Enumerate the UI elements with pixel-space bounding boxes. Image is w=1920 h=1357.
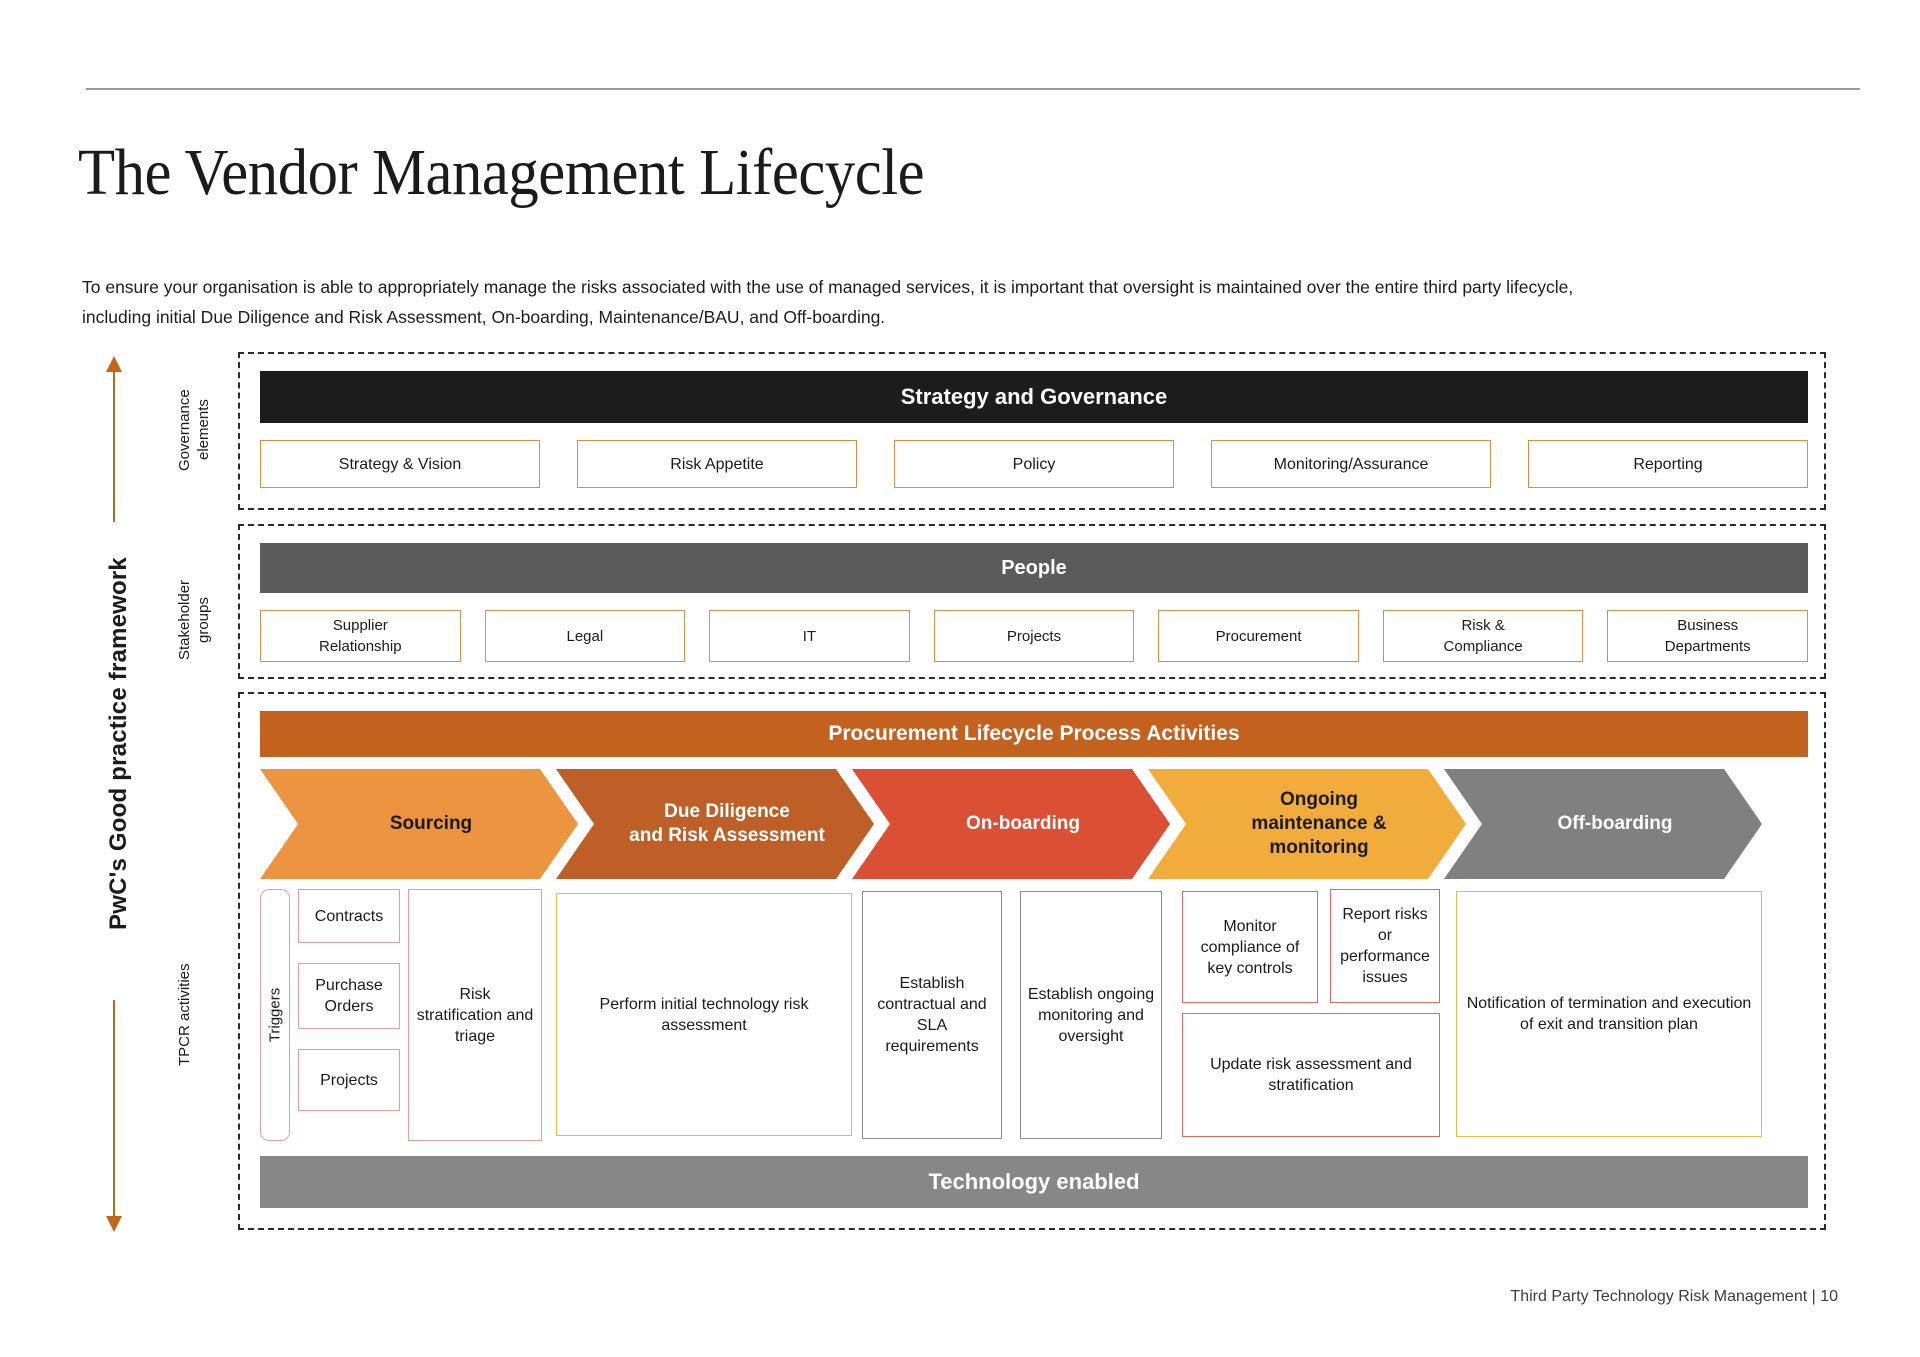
governance-item-label: Risk Appetite bbox=[670, 455, 764, 473]
tpcr-activity-1[interactable]: Risk stratification and triage bbox=[408, 889, 542, 1141]
lifecycle-stage-label-line1: Sourcing bbox=[389, 813, 473, 834]
tpcr-activity-4[interactable]: Establish ongoing monitoring and oversig… bbox=[1020, 891, 1162, 1139]
arrow-down-head-icon bbox=[106, 1216, 122, 1232]
lifecycle-stage-3[interactable]: On-boarding bbox=[852, 769, 1170, 879]
lifecycle-stage-1[interactable]: Sourcing bbox=[260, 769, 578, 879]
tpcr-activity-3[interactable]: Establish contractual and SLA requiremen… bbox=[862, 891, 1002, 1139]
band-label-governance-line2: elements bbox=[195, 399, 212, 461]
people-item-label-line1: Risk & bbox=[1461, 617, 1505, 634]
people-item-label-line2: Compliance bbox=[1443, 638, 1523, 655]
lifecycle-stage-label: Off-boarding bbox=[1533, 812, 1672, 836]
band-label-stakeholder-line1: Stakeholder bbox=[176, 579, 193, 661]
procurement-bar: Procurement Lifecycle Process Activities bbox=[260, 711, 1808, 757]
lifecycle-stage-label-line1: Ongoing bbox=[1279, 789, 1359, 810]
intro-paragraph: To ensure your organisation is able to a… bbox=[82, 277, 1574, 327]
people-item-label-line1: Supplier bbox=[332, 617, 388, 634]
tpcr-activity-label: Update risk assessment and stratificatio… bbox=[1210, 1056, 1412, 1094]
tpcr-activity-5[interactable]: Monitor compliance of key controls bbox=[1182, 891, 1318, 1003]
tpcr-activity-2[interactable]: Perform initial technology risk assessme… bbox=[556, 893, 852, 1136]
lifecycle-stage-5[interactable]: Off-boarding bbox=[1444, 769, 1762, 879]
procurement-band: Procurement Lifecycle Process Activities… bbox=[238, 692, 1826, 1230]
arrow-up-head-icon bbox=[106, 356, 122, 372]
people-item-label-line1: Legal bbox=[566, 627, 604, 645]
governance-bar: Strategy and Governance bbox=[260, 371, 1808, 423]
trigger-item-2[interactable]: Purchase Orders bbox=[298, 963, 400, 1029]
governance-item-label: Reporting bbox=[1633, 455, 1703, 473]
trigger-item-3[interactable]: Projects bbox=[298, 1049, 400, 1111]
band-label-governance: Governance elements bbox=[175, 370, 213, 490]
people-item-2[interactable]: Legal bbox=[484, 610, 686, 662]
arrow-down-icon bbox=[113, 1000, 115, 1218]
people-item-6[interactable]: Risk & Compliance bbox=[1382, 610, 1584, 662]
framework-label: PwC's Good practice framework bbox=[105, 557, 132, 930]
people-bar: People bbox=[260, 543, 1808, 593]
tpcr-activity-7[interactable]: Update risk assessment and stratificatio… bbox=[1182, 1013, 1440, 1137]
tpcr-activity-8[interactable]: Notification of termination and executio… bbox=[1456, 891, 1762, 1137]
tpcr-activity-label: Risk stratification and triage bbox=[416, 985, 534, 1045]
lifecycle-stage-label: Due Diligence and Risk Assessment bbox=[605, 800, 825, 848]
tpcr-activity-label: Establish ongoing monitoring and oversig… bbox=[1027, 985, 1155, 1045]
lifecycle-stage-label-line2: maintenance & bbox=[1251, 813, 1387, 834]
triggers-label: Triggers bbox=[266, 987, 284, 1043]
people-item-4[interactable]: Projects bbox=[933, 610, 1135, 662]
header-divider bbox=[86, 88, 1860, 90]
lifecycle-stage-2[interactable]: Due Diligence and Risk Assessment bbox=[556, 769, 874, 879]
governance-item-3[interactable]: Policy bbox=[894, 440, 1174, 488]
people-item-5[interactable]: Procurement bbox=[1158, 610, 1359, 662]
tpcr-activity-label: Perform initial technology risk assessme… bbox=[599, 995, 809, 1034]
people-item-label-line2: Departments bbox=[1664, 638, 1751, 655]
arrow-up-icon bbox=[113, 372, 115, 522]
lifecycle-stage-label: Ongoing maintenance & monitoring bbox=[1227, 788, 1386, 860]
lifecycle-stage-label-line3: monitoring bbox=[1269, 837, 1369, 858]
people-item-label-line1: IT bbox=[802, 627, 817, 645]
governance-band: Strategy and Governance Strategy & Visio… bbox=[238, 352, 1826, 510]
lifecycle-stage-4[interactable]: Ongoing maintenance & monitoring bbox=[1148, 769, 1466, 879]
lifecycle-stage-label-line2: and Risk Assessment bbox=[629, 825, 825, 846]
people-item-label-line1: Projects bbox=[1006, 627, 1062, 645]
trigger-item-label: Contracts bbox=[314, 907, 384, 925]
lifecycle-stage-row: Sourcing Due Diligence and Risk Assessment… bbox=[260, 769, 1820, 879]
tpcr-activity-6[interactable]: Report risks or performance issues bbox=[1330, 889, 1440, 1003]
trigger-item-1[interactable]: Contracts bbox=[298, 889, 400, 943]
trigger-item-label: Projects bbox=[320, 1071, 378, 1089]
governance-item-1[interactable]: Strategy & Vision bbox=[260, 440, 540, 488]
governance-item-label: Monitoring/Assurance bbox=[1273, 455, 1429, 473]
governance-item-4[interactable]: Monitoring/Assurance bbox=[1211, 440, 1491, 488]
tpcr-activity-label: Notification of termination and executio… bbox=[1466, 995, 1752, 1033]
governance-item-2[interactable]: Risk Appetite bbox=[577, 440, 857, 488]
band-label-governance-line1: Governance bbox=[176, 389, 193, 471]
lifecycle-stage-label: Sourcing bbox=[366, 812, 472, 836]
people-item-3[interactable]: IT bbox=[709, 610, 910, 662]
footer-text: Third Party Technology Risk Management |… bbox=[1510, 1288, 1838, 1305]
governance-item-5[interactable]: Reporting bbox=[1528, 440, 1808, 488]
band-label-stakeholder: Stakeholder groups bbox=[175, 560, 213, 680]
lifecycle-stage-label: On-boarding bbox=[942, 812, 1080, 836]
governance-items-row: Strategy & Vision Risk Appetite Policy Moni… bbox=[260, 440, 1808, 488]
tpcr-activity-label: Monitor compliance of key controls bbox=[1200, 917, 1300, 977]
technology-enabled-bar: Technology enabled bbox=[260, 1156, 1808, 1208]
lifecycle-stage-label-line1: Due Diligence bbox=[664, 801, 790, 822]
people-item-label-line2: Relationship bbox=[319, 638, 402, 655]
governance-item-label: Strategy & Vision bbox=[338, 455, 462, 473]
governance-item-label: Policy bbox=[1012, 455, 1056, 473]
tpcr-activity-label: Report risks or performance issues bbox=[1340, 906, 1430, 986]
lifecycle-stage-label-line1: On-boarding bbox=[966, 813, 1080, 834]
band-label-stakeholder-line2: groups bbox=[195, 597, 212, 643]
people-item-label-line1: Business bbox=[1677, 617, 1739, 634]
trigger-item-label: Purchase Orders bbox=[315, 977, 383, 1015]
lifecycle-stage-label-line1: Off-boarding bbox=[1557, 813, 1673, 834]
people-item-label-line1: Procurement bbox=[1215, 627, 1302, 645]
tpcr-activity-label: Establish contractual and SLA requiremen… bbox=[877, 975, 987, 1055]
page-title: The Vendor Management Lifecycle bbox=[78, 136, 925, 209]
triggers-rail: Triggers bbox=[260, 889, 290, 1141]
